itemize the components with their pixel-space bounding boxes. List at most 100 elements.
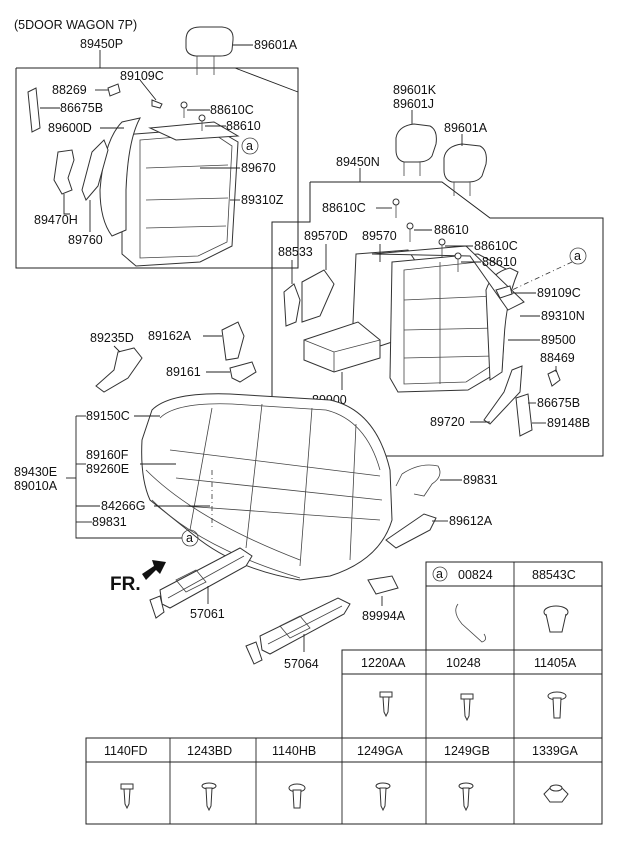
seat-cushion-group: 89235D 89162A 89161 89150C 89160F 89260E… [14, 321, 498, 581]
label-89450N: 89450N [336, 155, 380, 169]
label-89831-right: 89831 [463, 473, 498, 487]
bracket-89161 [229, 361, 257, 383]
clip-icon [455, 603, 486, 643]
lever-handle [53, 149, 75, 195]
front-arrow: FR. [110, 560, 166, 595]
front-arrow-icon [142, 560, 166, 580]
bezel-88533 [283, 283, 301, 327]
cover-86675B [515, 393, 533, 437]
bracket-89235D [95, 347, 143, 393]
wire-harness [395, 464, 441, 497]
label-89670: 89670 [241, 161, 276, 175]
label-89601A-top: 89601A [254, 38, 298, 52]
headrest-right [443, 143, 487, 196]
bracket-89720 [483, 365, 523, 425]
label-89601A-right: 89601A [444, 121, 488, 135]
label-89831-left: 89831 [92, 515, 127, 529]
hw-10248: 10248 [446, 656, 481, 670]
label-88610-r: 88610 [482, 255, 517, 269]
label-88610C-r: 88610C [474, 239, 518, 253]
label-89994A: 89994A [362, 609, 406, 623]
headrest-center [395, 123, 437, 176]
seat-rail-57064: 57064 [245, 597, 351, 671]
label-88610-mid: 88610 [434, 223, 469, 237]
hinge-bracket [151, 99, 163, 109]
label-89601K: 89601K [393, 83, 437, 97]
label-86675B-r: 86675B [537, 396, 580, 410]
label-89450P: 89450P [80, 37, 123, 51]
label-89720: 89720 [430, 415, 465, 429]
hw-1249GB: 1249GB [444, 744, 490, 758]
seat-rail-57061: 57061 [149, 547, 253, 621]
flange-bolt-icon [547, 691, 567, 719]
push-nut-icon [543, 605, 569, 633]
label-89500: 89500 [541, 333, 576, 347]
label-89160F: 89160F [86, 448, 129, 462]
label-89760: 89760 [68, 233, 103, 247]
screw-icon [375, 782, 391, 812]
label-88469: 88469 [540, 351, 575, 365]
bolt-icon [392, 198, 462, 272]
hardware-table: a 00824 88543C 1220AA 10248 11405A [85, 561, 603, 825]
left-seatback-group: 89450P 89601A 88269 8910 [15, 26, 299, 269]
hw-88543C: 88543C [532, 568, 576, 582]
clip-88469 [547, 369, 561, 387]
cover-89612A [385, 513, 437, 549]
hw-00824: 00824 [458, 568, 493, 582]
label-89612A: 89612A [449, 514, 493, 528]
lever-89570D [301, 269, 335, 323]
label-86675B-top: 86675B [60, 101, 103, 115]
label-89570D: 89570D [304, 229, 348, 243]
armrest [303, 321, 381, 373]
label-89150C: 89150C [86, 409, 130, 423]
label-89162A: 89162A [148, 329, 192, 343]
screw-icon [201, 782, 217, 812]
hw-callout-a: a [436, 567, 443, 581]
label-89310Z: 89310Z [241, 193, 284, 207]
callout-a-right: a [574, 249, 581, 263]
hw-1249GA: 1249GA [357, 744, 404, 758]
cover-bezel-left [27, 87, 41, 133]
label-89148B: 89148B [547, 416, 590, 430]
label-57064: 57064 [284, 657, 319, 671]
label-88610-top: 88610 [226, 119, 261, 133]
label-89601J: 89601J [393, 97, 434, 111]
label-89310N: 89310N [541, 309, 585, 323]
screw-icon [460, 693, 474, 722]
hw-1140FD: 1140FD [104, 744, 148, 758]
label-89109C-top: 89109C [120, 69, 164, 83]
label-89600D: 89600D [48, 121, 92, 135]
diagram-title: (5DOOR WAGON 7P) [14, 18, 137, 32]
label-89470H: 89470H [34, 213, 78, 227]
callout-a-left: a [246, 139, 253, 153]
front-arrow-label: FR. [110, 574, 141, 595]
seatback-right [351, 245, 525, 393]
left-group-frame [15, 67, 299, 269]
recliner-bracket [81, 139, 109, 201]
bracket-89994A: 89994A [362, 575, 406, 623]
hw-11405A: 11405A [534, 656, 577, 670]
label-88269: 88269 [52, 83, 87, 97]
bolt-icon [180, 101, 206, 131]
screw-icon [458, 782, 474, 812]
hw-1339GA: 1339GA [532, 744, 579, 758]
label-89109C-r: 89109C [537, 286, 581, 300]
label-89161: 89161 [166, 365, 201, 379]
clip-icon [495, 285, 513, 299]
hw-1140HB: 1140HB [272, 744, 316, 758]
bolt-icon [288, 783, 306, 809]
nut-icon [543, 784, 569, 803]
hw-1243BD: 1243BD [187, 744, 232, 758]
trim-89162A [221, 321, 245, 361]
label-89570: 89570 [362, 229, 397, 243]
label-88610C-mid: 88610C [322, 201, 366, 215]
callout-a-cushion: a [186, 531, 193, 545]
label-89010A: 89010A [14, 479, 58, 493]
screw-icon [379, 691, 393, 718]
screw-icon [120, 783, 134, 810]
label-89235D: 89235D [90, 331, 134, 345]
headrest-top [185, 26, 234, 75]
label-89430E: 89430E [14, 465, 57, 479]
seatback-left [99, 117, 240, 267]
